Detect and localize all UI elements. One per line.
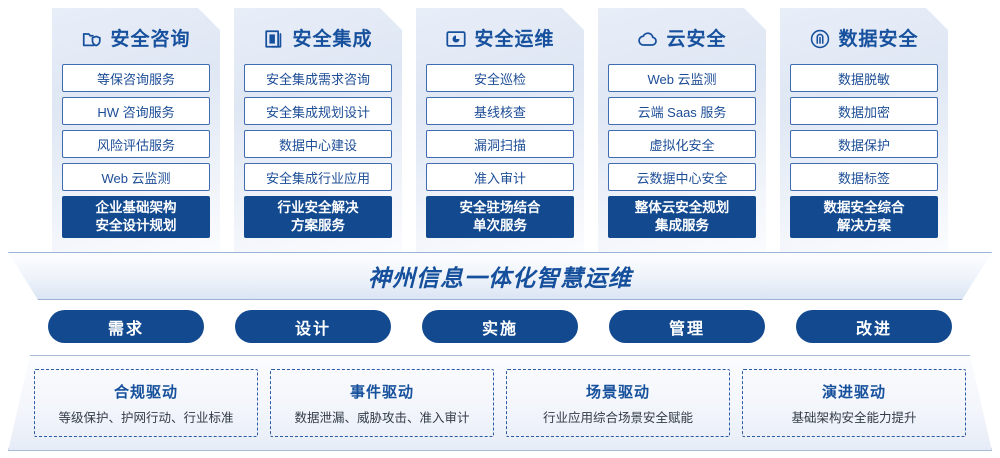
service-item[interactable]: 基线核查 (426, 97, 574, 125)
service-item[interactable]: 安全集成规划设计 (244, 97, 392, 125)
column-cloud-security[interactable]: 云安全 Web 云监测 云端 Saas 服务 虚拟化安全 云数据中心安全 整体云… (598, 8, 766, 254)
column-summary-line: 解决方案 (837, 218, 891, 233)
lifecycle-stages: 需求 设计 实施 管理 改进 (0, 310, 1000, 343)
driver-evolution[interactable]: 演进驱动 基础架构安全能力提升 (742, 369, 966, 437)
service-item[interactable]: Web 云监测 (62, 163, 210, 191)
folder-chart-icon (445, 28, 467, 50)
column-summary-line: 方案服务 (291, 218, 345, 233)
driver-description: 基础架构安全能力提升 (791, 410, 917, 425)
service-item[interactable]: 漏洞扫描 (426, 130, 574, 158)
stage-pill-improvement[interactable]: 改进 (796, 310, 952, 343)
column-summary-line: 数据安全综合 (823, 200, 905, 215)
column-summary-line: 集成服务 (655, 218, 709, 233)
column-title: 安全集成 (292, 28, 373, 50)
column-header: 数据安全 (790, 20, 938, 58)
service-item[interactable]: 安全巡检 (426, 64, 574, 92)
service-item[interactable]: 安全集成行业应用 (244, 163, 392, 191)
driver-title: 演进驱动 (821, 383, 886, 401)
column-security-integration[interactable]: 安全集成 安全集成需求咨询 安全集成规划设计 数据中心建设 安全集成行业应用 行… (234, 8, 402, 254)
documents-icon (263, 28, 285, 50)
column-security-consulting[interactable]: 安全咨询 等保咨询服务 HW 咨询服务 风险评估服务 Web 云监测 企业基础架… (52, 8, 220, 254)
folder-shield-icon (81, 28, 103, 50)
column-title: 数据安全 (838, 28, 919, 50)
service-item[interactable]: 风险评估服务 (62, 130, 210, 158)
service-item[interactable]: 云端 Saas 服务 (608, 97, 756, 125)
service-item[interactable]: 虚拟化安全 (608, 130, 756, 158)
column-header: 云安全 (608, 20, 756, 58)
column-title: 云安全 (666, 28, 727, 50)
column-summary-line: 企业基础架构 (95, 200, 177, 215)
capability-columns: 安全咨询 等保咨询服务 HW 咨询服务 风险评估服务 Web 云监测 企业基础架… (0, 8, 1000, 254)
driver-description: 数据泄漏、威胁攻击、准入审计 (294, 410, 470, 425)
service-item[interactable]: 数据保护 (790, 130, 938, 158)
driver-description: 行业应用综合场景安全赋能 (542, 410, 693, 425)
service-item[interactable]: 数据加密 (790, 97, 938, 125)
column-summary[interactable]: 数据安全综合 解决方案 (790, 196, 938, 238)
service-item[interactable]: 数据脱敏 (790, 64, 938, 92)
driver-title: 合规驱动 (113, 383, 178, 401)
platform-banner-title: 神州信息一体化智慧运维 (368, 265, 632, 291)
column-summary-line: 安全设计规划 (95, 218, 177, 233)
service-item[interactable]: HW 咨询服务 (62, 97, 210, 125)
column-summary[interactable]: 企业基础架构 安全设计规划 (62, 196, 210, 238)
column-summary-line: 安全驻场结合 (459, 200, 541, 215)
service-item[interactable]: 等保咨询服务 (62, 64, 210, 92)
stage-pill-requirements[interactable]: 需求 (48, 310, 204, 343)
column-title: 安全运维 (474, 28, 555, 50)
column-header: 安全运维 (426, 20, 574, 58)
driver-compliance[interactable]: 合规驱动 等级保护、护网行动、行业标准 (34, 369, 258, 437)
service-item[interactable]: Web 云监测 (608, 64, 756, 92)
service-item[interactable]: 安全集成需求咨询 (244, 64, 392, 92)
driver-description: 等级保护、护网行动、行业标准 (58, 410, 234, 425)
column-summary-line: 单次服务 (473, 218, 527, 233)
column-summary-line: 行业安全解决 (277, 200, 359, 215)
column-summary[interactable]: 整体云安全规划 集成服务 (608, 196, 756, 238)
driver-scenario[interactable]: 场景驱动 行业应用综合场景安全赋能 (506, 369, 730, 437)
column-title: 安全咨询 (110, 28, 191, 50)
drivers-frame (8, 355, 992, 451)
column-header: 安全咨询 (62, 20, 210, 58)
driver-title: 事件驱动 (349, 383, 414, 401)
stage-pill-design[interactable]: 设计 (235, 310, 391, 343)
column-summary[interactable]: 行业安全解决 方案服务 (244, 196, 392, 238)
service-item[interactable]: 数据中心建设 (244, 130, 392, 158)
service-item[interactable]: 云数据中心安全 (608, 163, 756, 191)
service-item[interactable]: 数据标签 (790, 163, 938, 191)
column-security-operations[interactable]: 安全运维 安全巡检 基线核查 漏洞扫描 准入审计 安全驻场结合 单次服务 (416, 8, 584, 254)
drivers-row: 合规驱动 等级保护、护网行动、行业标准 事件驱动 数据泄漏、威胁攻击、准入审计 … (0, 355, 1000, 451)
column-data-security[interactable]: 数据安全 数据脱敏 数据加密 数据保护 数据标签 数据安全综合 解决方案 (780, 8, 948, 254)
fingerprint-icon (809, 28, 831, 50)
column-summary[interactable]: 安全驻场结合 单次服务 (426, 196, 574, 238)
stage-pill-implementation[interactable]: 实施 (422, 310, 578, 343)
column-header: 安全集成 (244, 20, 392, 58)
cloud-icon (637, 28, 659, 50)
driver-incident[interactable]: 事件驱动 数据泄漏、威胁攻击、准入审计 (270, 369, 494, 437)
platform-banner: 神州信息一体化智慧运维 (8, 252, 992, 300)
service-item[interactable]: 准入审计 (426, 163, 574, 191)
stage-pill-management[interactable]: 管理 (609, 310, 765, 343)
column-summary-line: 整体云安全规划 (634, 200, 730, 215)
driver-title: 场景驱动 (585, 383, 650, 401)
